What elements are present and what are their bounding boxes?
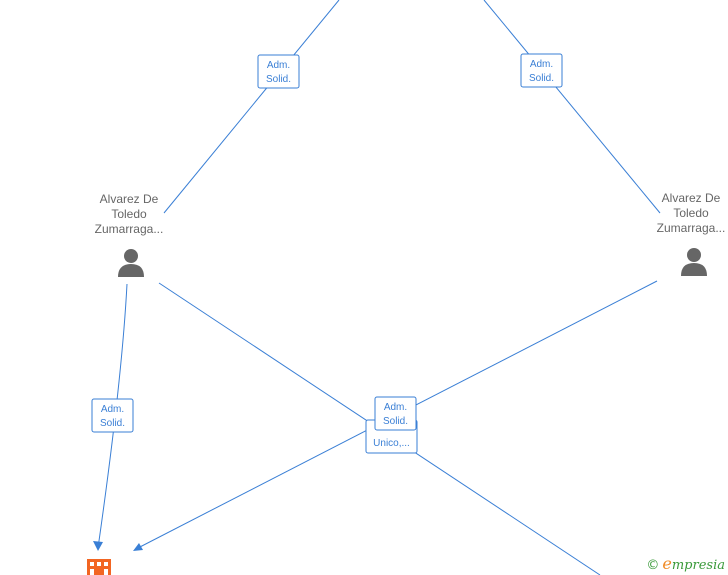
edge-label-line: Adm. [530,59,553,70]
edge-label-left-down: Adm. Solid. [91,398,134,433]
person-left-label-line-2: Toledo [111,207,147,221]
person-left-label-line-3: Zumarraga... [94,222,164,236]
edge-label-line: Solid. [266,74,291,85]
edge-label-line: Adm. [384,402,407,413]
person-right-label-line-3: Zumarraga... [656,221,726,235]
logo-initial: e [662,554,672,573]
person-icon[interactable] [116,247,146,277]
arrowhead-right [133,543,143,551]
edge-label-line: Solid. [383,416,408,427]
edge-label-top-left: Adm. Solid. [257,54,300,89]
person-right-label-line-2: Toledo [673,206,709,220]
person-left-label-line-1: Alvarez De [99,192,159,206]
person-right-label[interactable]: Alvarez De Toledo Zumarraga... [646,191,728,236]
empresia-logo[interactable]: ©empresia [646,554,725,573]
edge-label-top-right: Adm. Solid. [520,53,563,88]
edge-label-center-upper: Adm. Solid. [374,396,417,431]
person-icon[interactable] [679,246,709,276]
edge-label-line: Adm. [101,404,124,415]
edge-label-line: Solid. [100,418,125,429]
logo-text: mpresia [671,558,725,573]
edge-top-right [483,0,661,214]
edge-label-line: Adm. [267,60,290,71]
edge-left-to-company [97,283,128,549]
copyright-icon: © [646,558,660,573]
person-left-label[interactable]: Alvarez De Toledo Zumarraga... [84,192,174,237]
edge-top-left [163,0,340,214]
arrowhead-left [93,541,103,551]
edge-label-line: Unico,... [373,438,410,449]
edge-label-line: Solid. [529,73,554,84]
person-right-label-line-1: Alvarez De [661,191,721,205]
building-icon[interactable] [87,559,111,575]
